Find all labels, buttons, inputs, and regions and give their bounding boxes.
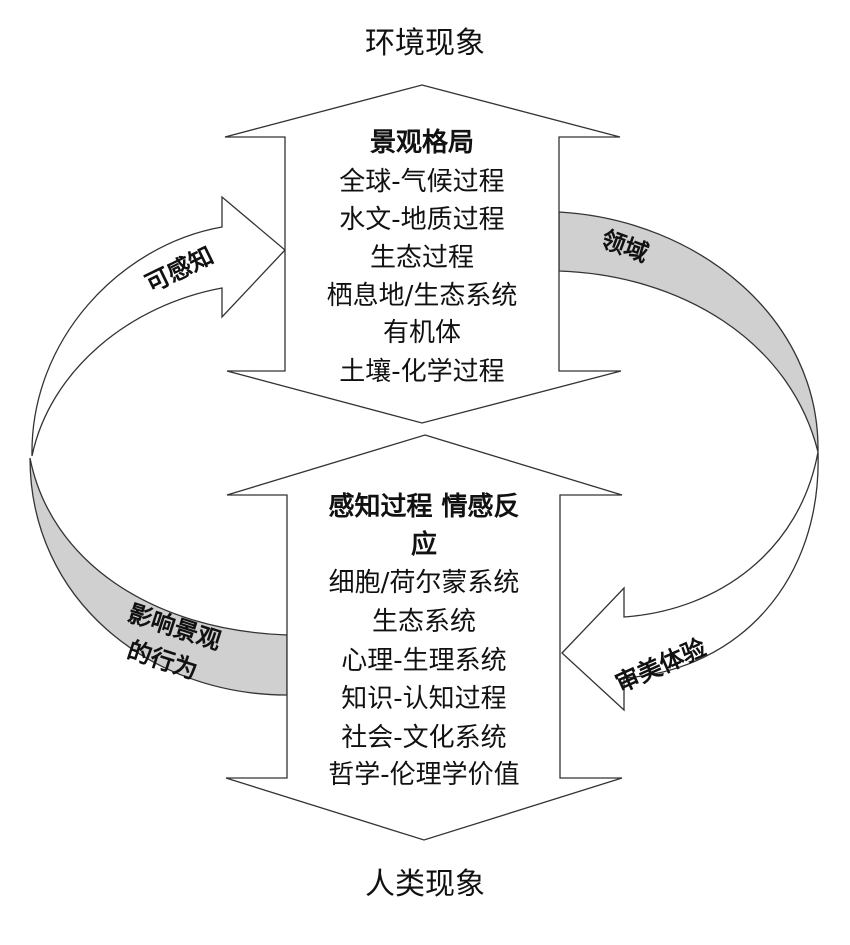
- bottom-arrow-line: 心理-生理系统: [341, 646, 506, 676]
- right-loop-lower-arrow: [561, 451, 819, 712]
- top-arrow-line: 土壤-化学过程: [339, 357, 504, 387]
- bottom-double-arrow: [225, 434, 623, 841]
- top-arrow-line: 水文-地质过程: [339, 205, 504, 235]
- bottom-arrow-line: 哲学-伦理学价值: [328, 760, 519, 790]
- bottom-title: 人类现象: [365, 867, 485, 902]
- top-arrow-line: 有机体: [383, 318, 461, 348]
- bottom-arrow-line: 细胞/荷尔蒙系统: [329, 568, 520, 598]
- bottom-arrow-heading: 感知过程 情感反: [328, 492, 519, 522]
- top-arrow-line: 栖息地/生态系统: [327, 281, 518, 311]
- top-double-arrow: [224, 84, 622, 424]
- top-title: 环境现象: [365, 26, 485, 61]
- left-loop-upper-arrow: [31, 195, 286, 457]
- bottom-arrow-line: 社会-文化系统: [341, 723, 506, 753]
- bottom-arrow-line: 生态系统: [372, 607, 476, 637]
- top-arrow-line: 生态过程: [370, 243, 474, 273]
- top-arrow-heading: 景观格局: [370, 127, 474, 158]
- bottom-arrow-heading-cont: 应: [411, 529, 437, 560]
- top-arrow-line: 全球-气候过程: [339, 167, 504, 197]
- bottom-arrow-line: 知识-认知过程: [341, 684, 506, 714]
